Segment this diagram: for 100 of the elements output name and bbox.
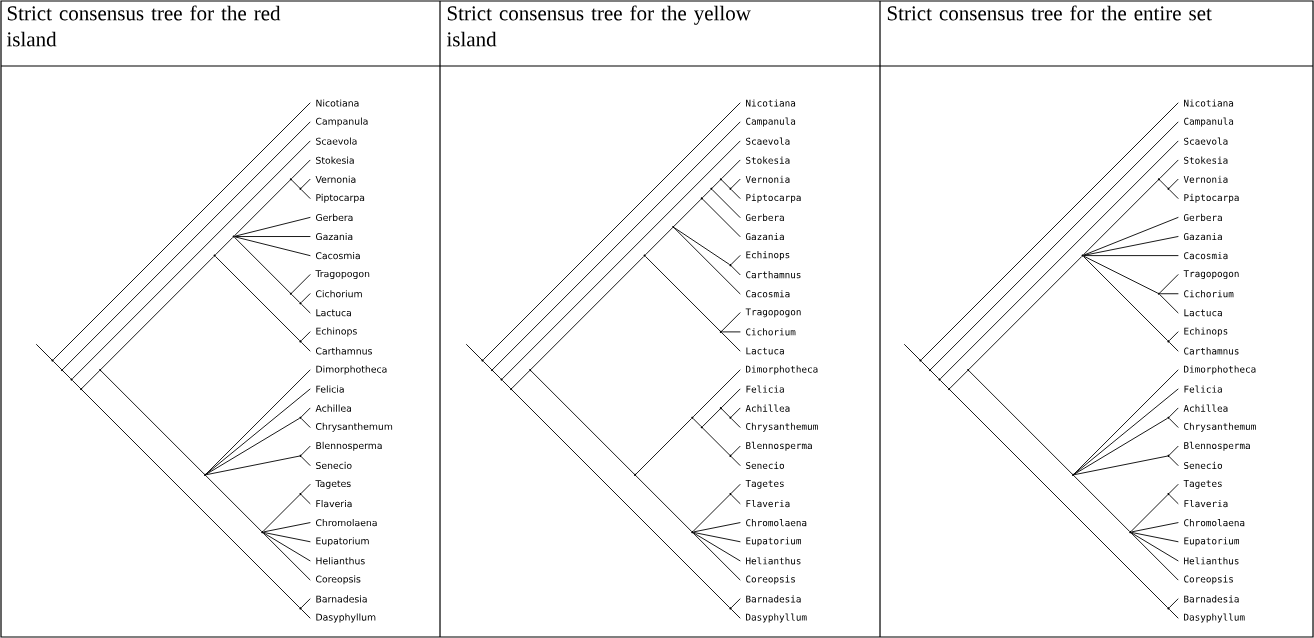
branch-line bbox=[234, 217, 311, 237]
taxon-label: Blennosperma bbox=[1184, 441, 1250, 451]
branch-line bbox=[731, 445, 741, 456]
branch-line bbox=[1169, 456, 1179, 466]
branch-line bbox=[301, 609, 311, 619]
branch-line bbox=[234, 179, 291, 236]
taxon-label: Dimorphotheca bbox=[1184, 365, 1256, 375]
branch-point bbox=[719, 330, 723, 333]
branch-line bbox=[301, 598, 311, 608]
branch-point bbox=[1167, 607, 1170, 610]
taxon-label: Tagetes bbox=[745, 480, 784, 489]
taxon-label: Coreopsis bbox=[1184, 575, 1233, 585]
branch-point bbox=[500, 378, 503, 381]
branch-line bbox=[263, 522, 311, 533]
taxon-label: Carthamnus bbox=[1184, 347, 1239, 355]
branch-point bbox=[99, 368, 102, 372]
branch-line bbox=[301, 494, 311, 504]
taxon-label: Flaveria bbox=[1184, 499, 1228, 508]
taxon-label: Flaveria bbox=[746, 499, 790, 508]
branch-line bbox=[635, 475, 692, 532]
branch-line bbox=[702, 189, 711, 198]
taxon-label: Gazania bbox=[745, 232, 784, 241]
taxon-label: Tagetes bbox=[1183, 480, 1222, 489]
branch-line bbox=[301, 407, 311, 418]
branch-point bbox=[967, 368, 970, 372]
branch-line bbox=[968, 370, 1073, 475]
branch-line bbox=[1083, 255, 1158, 294]
branch-point bbox=[919, 359, 922, 362]
branch-line bbox=[511, 370, 530, 389]
taxon-label: Scaevola bbox=[746, 137, 790, 145]
branch-line bbox=[949, 370, 968, 389]
branch-line bbox=[731, 456, 741, 466]
branch-point bbox=[729, 607, 732, 610]
branch-line bbox=[1159, 274, 1179, 294]
taxon-label: Piptocarpa bbox=[746, 193, 801, 203]
taxon-label: Senecio bbox=[316, 461, 352, 469]
branch-line bbox=[1169, 331, 1179, 341]
branch-line bbox=[673, 199, 702, 227]
branch-line bbox=[1073, 388, 1179, 475]
branch-point bbox=[490, 368, 494, 372]
branch-point bbox=[1167, 340, 1170, 343]
branch-point bbox=[729, 187, 732, 190]
taxon-label: Nicotiana bbox=[1184, 99, 1234, 107]
branch-line bbox=[1083, 217, 1179, 256]
taxon-label: Helianthus bbox=[746, 557, 801, 565]
column-header: Strict consensus tree for the yellow island bbox=[446, 5, 751, 47]
branch-line bbox=[1159, 179, 1168, 189]
branch-line bbox=[693, 532, 741, 562]
branch-line bbox=[930, 370, 939, 379]
branch-line bbox=[1169, 407, 1179, 418]
taxon-label: Barnadesia bbox=[316, 595, 367, 603]
branch-point bbox=[261, 531, 264, 534]
branch-point bbox=[691, 416, 694, 419]
branch-line bbox=[262, 532, 311, 581]
branch-line bbox=[1074, 418, 1168, 475]
branch-line bbox=[731, 178, 741, 189]
branch-point bbox=[729, 264, 732, 267]
branch-line bbox=[1169, 484, 1179, 494]
taxon-label: Echinops bbox=[1184, 327, 1228, 337]
taxon-label: Stokesia bbox=[1184, 156, 1228, 164]
branch-line bbox=[530, 256, 644, 370]
branch-line bbox=[205, 388, 311, 475]
branch-line bbox=[262, 494, 300, 532]
taxon-label: Tragopogon bbox=[745, 308, 801, 318]
taxon-label: Gerbera bbox=[315, 213, 353, 222]
branch-line bbox=[731, 609, 741, 619]
branch-point bbox=[710, 187, 713, 190]
branch-line bbox=[702, 427, 730, 456]
branch-line bbox=[81, 370, 100, 389]
branch-line bbox=[1169, 178, 1179, 189]
branch-line bbox=[645, 256, 721, 332]
branch-line bbox=[1169, 189, 1179, 199]
branch-point bbox=[1081, 254, 1084, 257]
branch-point bbox=[672, 225, 675, 229]
taxon-label: Dasyphyllum bbox=[746, 613, 807, 623]
branch-line bbox=[234, 236, 311, 237]
branch-line bbox=[100, 256, 214, 370]
column-header: Strict consensus tree for the entire set bbox=[887, 5, 1212, 21]
taxon-label: Cacosmia bbox=[1184, 252, 1228, 260]
taxon-label: Tagetes bbox=[315, 480, 351, 489]
branch-line bbox=[1130, 494, 1168, 532]
taxon-label: Coreopsis bbox=[746, 575, 795, 585]
branch-point bbox=[299, 454, 302, 457]
branch-line bbox=[1083, 179, 1159, 255]
branch-line bbox=[301, 178, 311, 189]
branch-line bbox=[215, 256, 300, 341]
branch-point bbox=[289, 292, 293, 295]
branch-line bbox=[291, 179, 300, 189]
branch-line bbox=[645, 227, 673, 255]
taxon-label: Gazania bbox=[1183, 232, 1222, 241]
branch-point bbox=[51, 359, 54, 362]
branch-point bbox=[80, 388, 83, 391]
taxon-label: Tragopogon bbox=[315, 270, 370, 280]
branch-line bbox=[731, 189, 741, 199]
taxon-label: Dimorphotheca bbox=[746, 365, 818, 375]
taxon-label: Campanula bbox=[315, 117, 368, 127]
taxon-label: Carthamnus bbox=[746, 271, 801, 279]
branch-line bbox=[502, 380, 511, 389]
branch-line bbox=[62, 370, 71, 379]
branch-line bbox=[206, 418, 300, 475]
